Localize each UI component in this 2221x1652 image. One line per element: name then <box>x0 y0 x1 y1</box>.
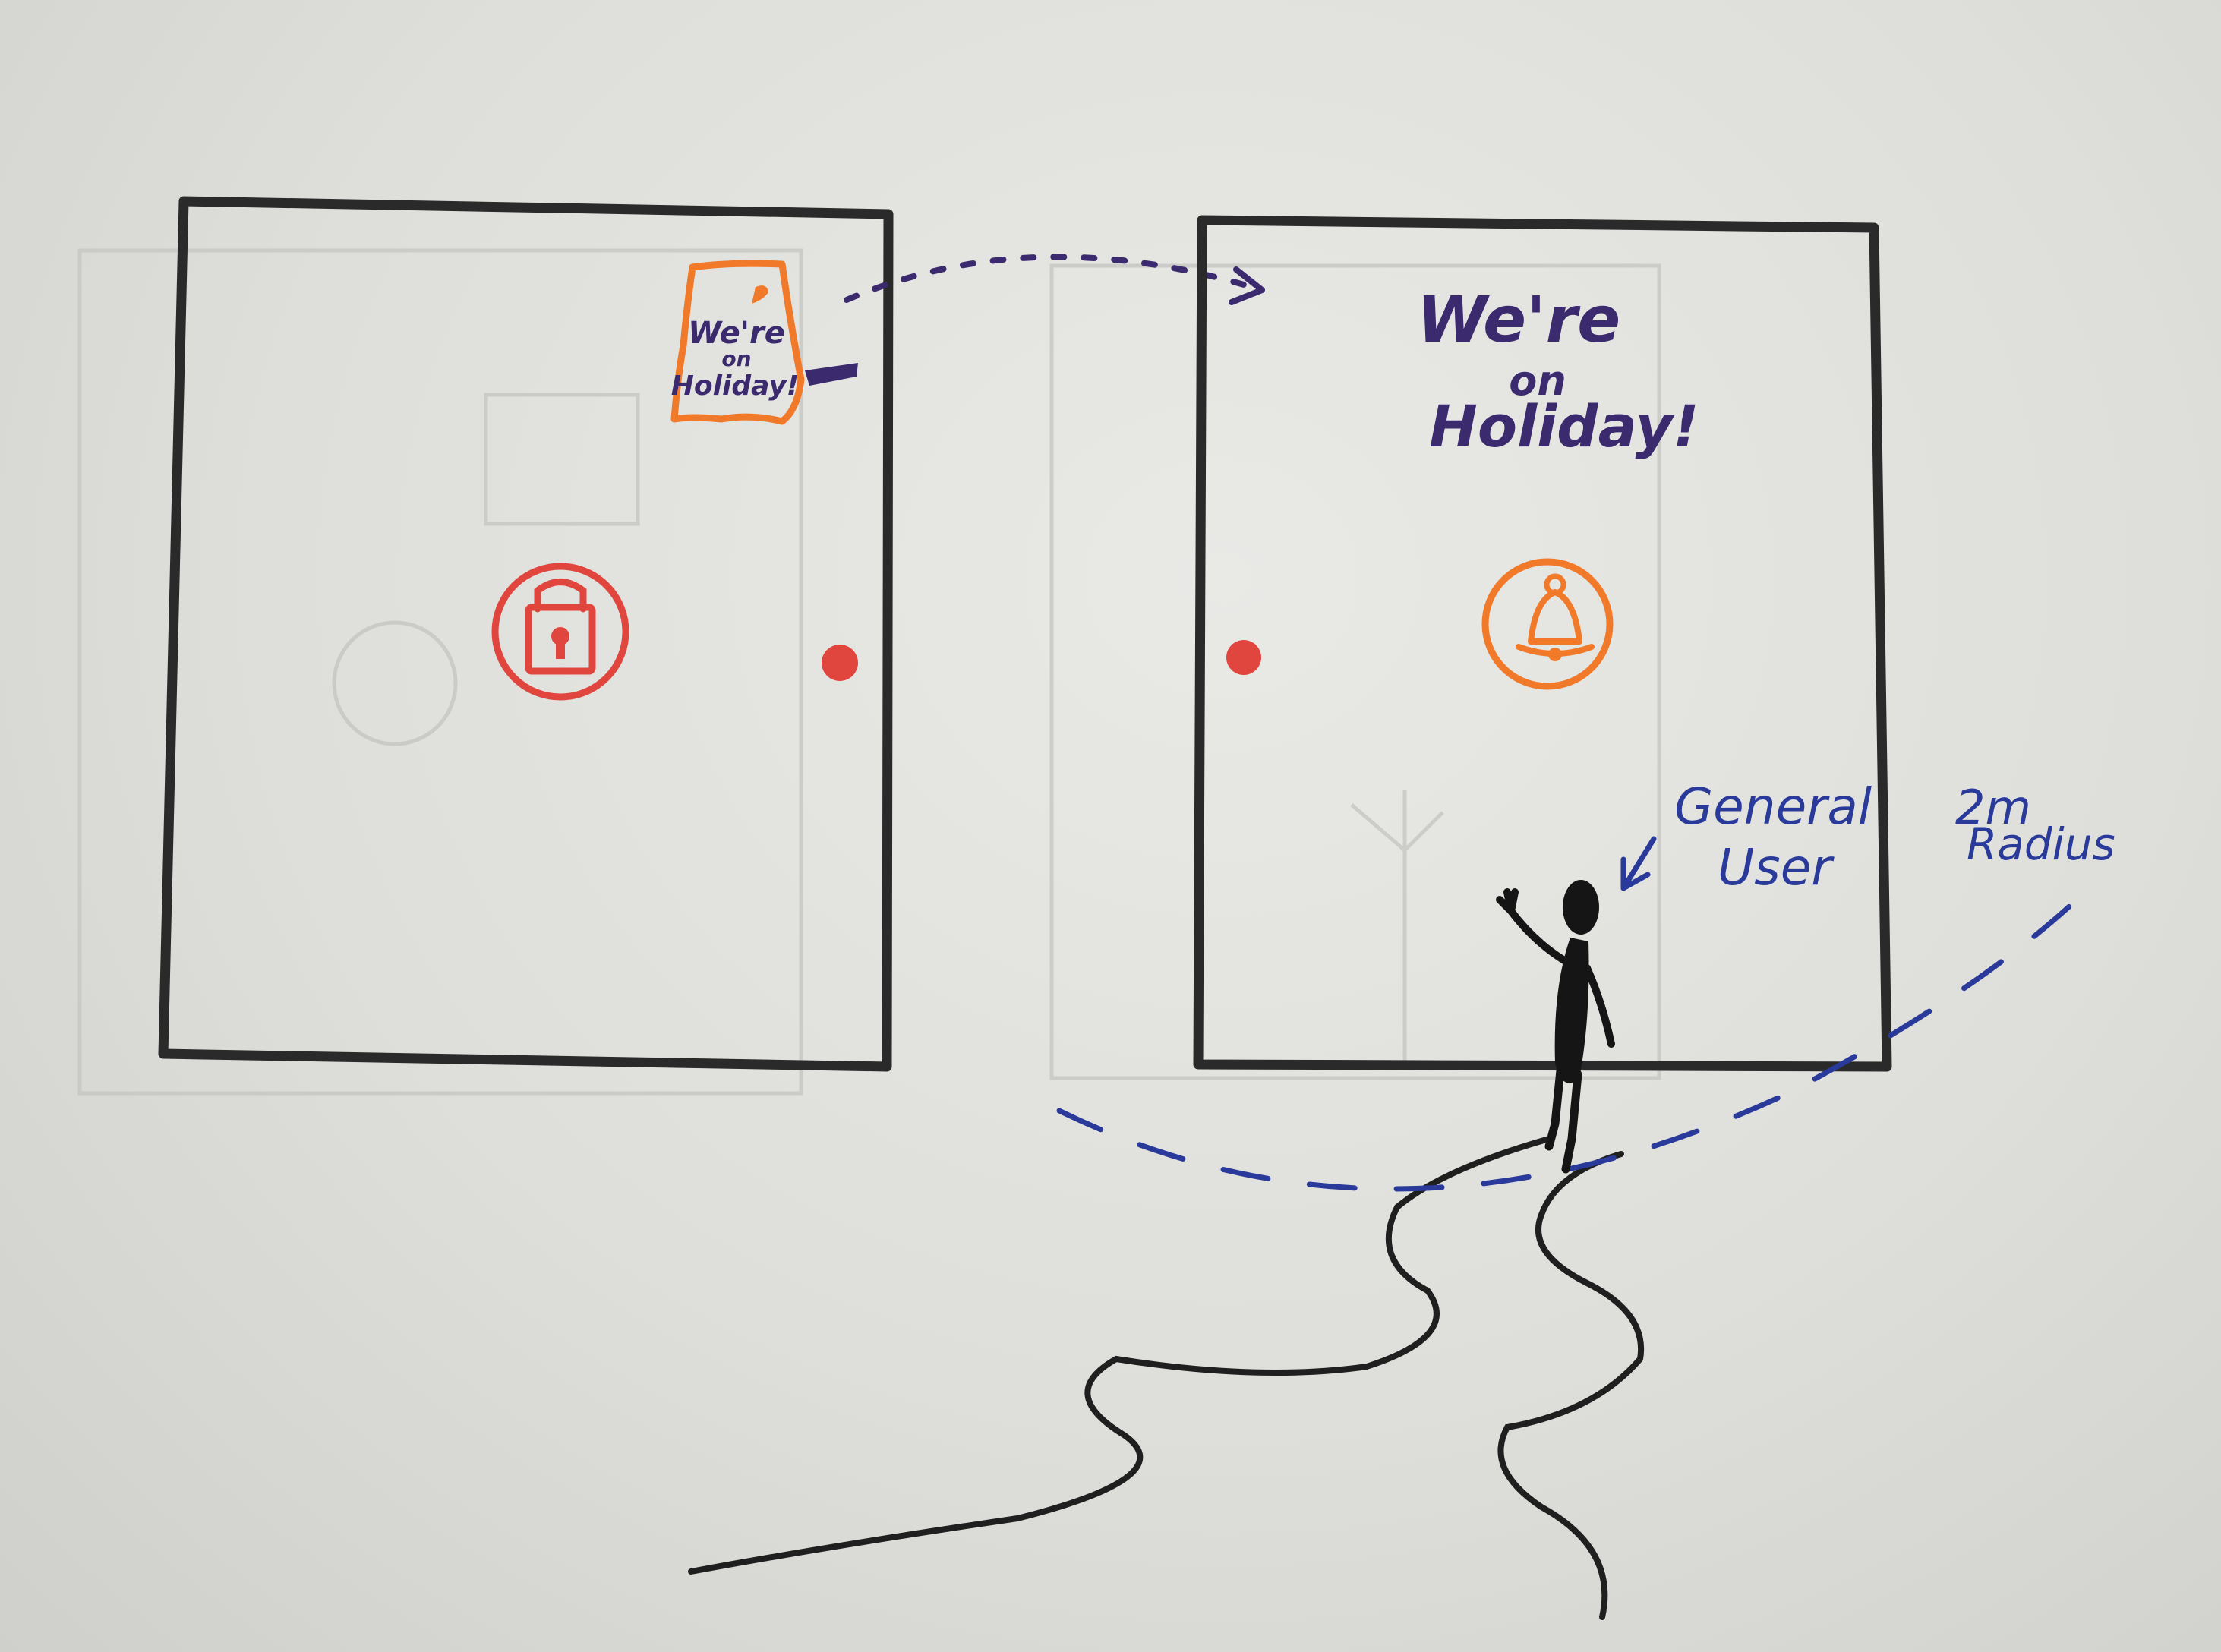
general-user-figure <box>1496 880 1615 1174</box>
right-door: We're on Holiday! <box>1193 215 1892 1072</box>
ghost-door-left <box>77 248 803 1096</box>
figure-waving-arm <box>1496 888 1568 964</box>
sticky-note-line2: on <box>721 346 751 371</box>
path-edge-left <box>688 1136 1552 1575</box>
door-message-line3: Holiday! <box>1429 393 1699 460</box>
door-message-line1: We're <box>1417 282 1620 357</box>
left-door <box>158 196 894 1072</box>
sticky-note-pin <box>752 285 768 304</box>
padlock-icon <box>491 563 629 701</box>
ghost-sketches <box>77 248 1661 1096</box>
path-edge-right <box>1497 1151 1645 1620</box>
radius-arc <box>1056 897 2080 1192</box>
ghost-figure <box>1350 790 1444 1063</box>
person-label-line2: User <box>1718 838 1835 897</box>
sticky-note-line3: Holiday! <box>671 370 799 402</box>
radius-label-line2: Radius <box>1967 818 2115 870</box>
person-label-line1: General <box>1674 777 1872 836</box>
figure-head <box>1563 880 1599 935</box>
left-door-frame <box>158 196 894 1072</box>
sticky-note: We're on Holiday! <box>670 260 858 425</box>
figure-body <box>1554 938 1589 1083</box>
arrow-head-icon <box>1229 266 1265 305</box>
figure-legs <box>1544 1066 1582 1174</box>
bell-icon <box>1481 558 1614 690</box>
marker-pen-icon <box>805 363 858 386</box>
right-door-handle <box>1226 640 1261 675</box>
projection-arrow <box>844 254 1265 305</box>
left-door-handle <box>822 645 858 681</box>
walking-path <box>688 1136 1645 1620</box>
ghost-circle <box>332 620 458 746</box>
pointer-arrow-icon <box>1620 836 1657 891</box>
right-door-frame <box>1193 215 1892 1072</box>
radius-label-line1: 2m <box>1955 780 2031 835</box>
figure-arm <box>1583 964 1615 1048</box>
sticky-note-line1: We're <box>688 316 785 351</box>
sticky-note-outline <box>670 260 805 425</box>
door-message-line2: on <box>1509 357 1566 405</box>
ghost-door-right <box>1049 263 1661 1080</box>
ghost-note <box>484 393 640 526</box>
